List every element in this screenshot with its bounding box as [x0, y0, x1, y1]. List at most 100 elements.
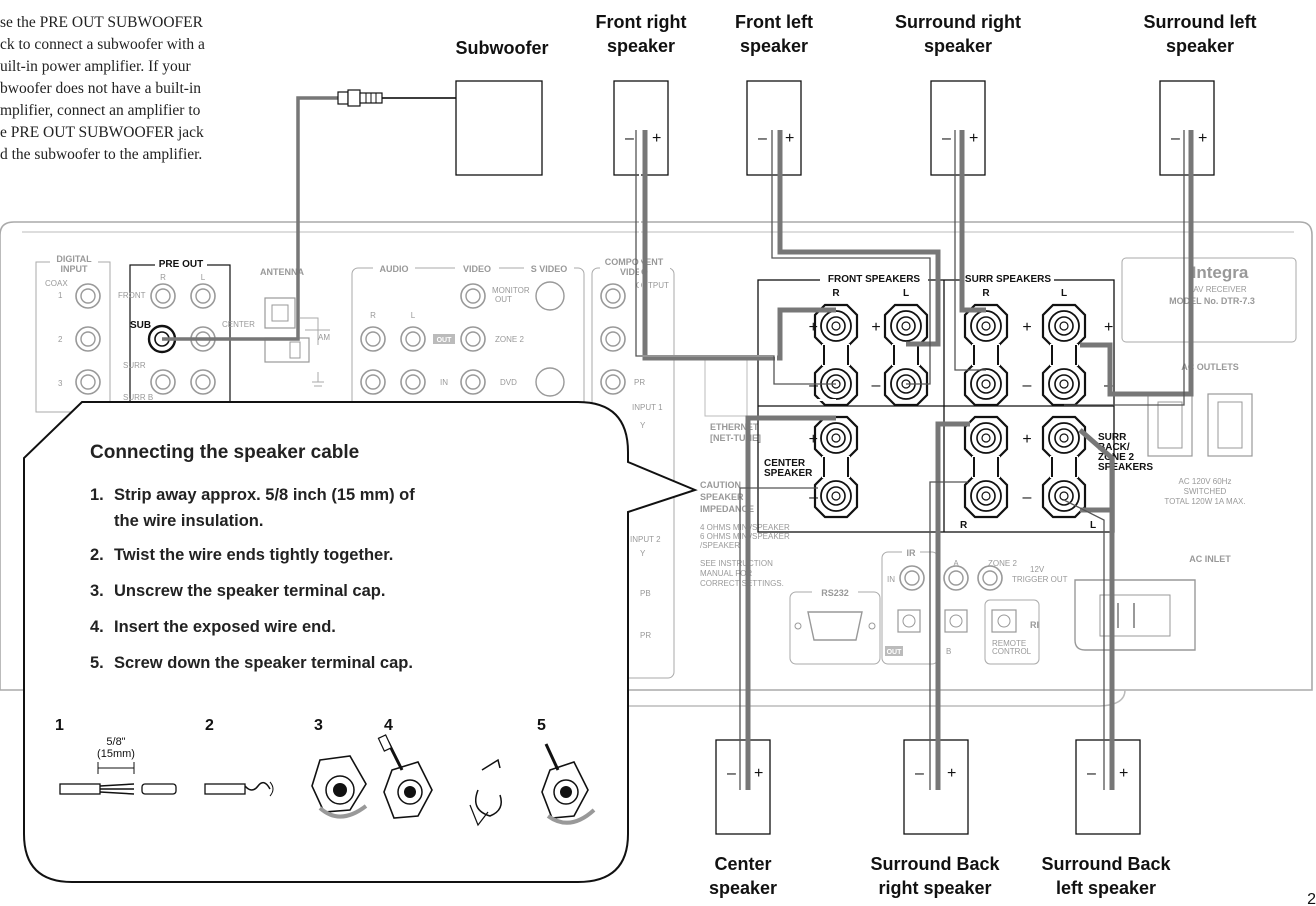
- surr-l-plus-terminal[interactable]: [1041, 303, 1087, 349]
- strip-length-mm: (15mm): [97, 748, 135, 760]
- ac-outlet[interactable]: [1207, 393, 1253, 457]
- rs232-label: RS232: [821, 588, 849, 598]
- plus-mark: +: [1119, 765, 1128, 782]
- control-label: CONTROL: [992, 647, 1032, 656]
- ir-a-jack[interactable]: [943, 565, 969, 591]
- subwoofer-label: Subwoofer: [456, 38, 549, 58]
- zone2-video-jack[interactable]: [460, 326, 486, 352]
- impedance-label: IMPEDANCE: [700, 504, 754, 514]
- center-label-2: speaker: [709, 878, 777, 898]
- dvd-audio-r-jack[interactable]: [360, 369, 386, 395]
- minus-mark: –: [625, 130, 634, 147]
- step-text: Strip away approx. 5/8 inch (15 mm) of: [114, 486, 415, 504]
- surr-back-l-minus-terminal[interactable]: [1041, 473, 1087, 519]
- surr-l-minus-terminal[interactable]: [1041, 361, 1087, 407]
- dvd-svideo-jack[interactable]: [535, 367, 565, 397]
- center-minus-terminal[interactable]: [813, 473, 859, 519]
- audio-r-label: R: [370, 311, 376, 320]
- pb-label: PB: [640, 589, 651, 598]
- surr-r-minus-terminal[interactable]: [963, 361, 1009, 407]
- surr-back-label-4: SPEAKERS: [1098, 462, 1153, 473]
- component-output-pb-jack[interactable]: [600, 326, 626, 352]
- surround-left-label: Surround left: [1144, 12, 1257, 32]
- pre-out-surr-r-jack[interactable]: [150, 369, 176, 395]
- intro-line: se the PRE OUT SUBWOOFER: [0, 14, 203, 31]
- surr-back-label: SURR: [1098, 432, 1127, 443]
- front-left-label: Front left: [735, 12, 813, 32]
- minus-mark: –: [942, 130, 951, 147]
- dvd-audio-l-jack[interactable]: [400, 369, 426, 395]
- rs232-port[interactable]: [807, 611, 863, 641]
- ac-rating: AC 120V 60Hz: [1179, 477, 1232, 486]
- surr-back-l-plus-terminal[interactable]: [1041, 415, 1087, 461]
- ir-in-jack[interactable]: [899, 565, 925, 591]
- minus-mark: –: [1023, 377, 1032, 394]
- antenna-section: ANTENNA AM: [260, 267, 330, 387]
- figure-number: 2: [205, 717, 214, 734]
- ac-switched: SWITCHED: [1184, 487, 1227, 496]
- unscrew-cap-icon: [311, 755, 368, 819]
- speaker-cable-callout: Connecting the speaker cable 1. Strip aw…: [23, 401, 698, 883]
- pre-out-surr-l-jack[interactable]: [190, 369, 216, 395]
- ir-in-label: IN: [887, 575, 895, 584]
- plus-mark: +: [652, 130, 661, 147]
- surround-left-speaker: Surround left speaker – +: [1144, 12, 1257, 176]
- subwoofer-box: Subwoofer: [455, 38, 549, 176]
- minus-mark: –: [809, 377, 818, 394]
- coax-jack[interactable]: [75, 369, 101, 395]
- figure-number: 5: [537, 717, 546, 734]
- sub-label: SUB: [130, 320, 151, 331]
- intro-line: d the subwoofer to the amplifier.: [0, 146, 203, 163]
- brand-logo: Integra: [1192, 263, 1249, 282]
- am-label: AM: [318, 333, 330, 342]
- minus-mark: –: [727, 765, 736, 782]
- rs232-section: RS232: [789, 586, 881, 665]
- ir-b-port[interactable]: [944, 609, 968, 633]
- coax-jack[interactable]: [75, 283, 101, 309]
- intro-line: bwoofer does not have a built-in: [0, 80, 202, 97]
- rca-plug: [337, 91, 349, 105]
- dvd-video-jack[interactable]: [460, 369, 486, 395]
- center-label: CENTER: [222, 320, 255, 329]
- plus-mark: +: [1104, 319, 1113, 336]
- minus-mark: –: [1171, 130, 1180, 147]
- speaker-label: SPEAKER: [700, 492, 744, 502]
- zone2-audio-r-jack[interactable]: [360, 326, 386, 352]
- trigger-out-label: TRIGGER OUT: [1012, 575, 1068, 584]
- coax-jack[interactable]: [75, 326, 101, 352]
- plus-mark: +: [754, 765, 763, 782]
- manual-for: MANUAL FOR: [700, 569, 752, 578]
- input-label: INPUT: [61, 264, 89, 274]
- surr-back-r-minus-terminal[interactable]: [963, 473, 1009, 519]
- center-speaker: Center speaker – +: [709, 739, 777, 898]
- pre-out-front-r-jack[interactable]: [150, 283, 176, 309]
- step-text: the wire insulation.: [114, 512, 263, 530]
- pre-out-front-l-jack[interactable]: [190, 283, 216, 309]
- zone2-audio-l-jack[interactable]: [400, 326, 426, 352]
- minus-mark: –: [758, 130, 767, 147]
- component-output-y-jack[interactable]: [600, 283, 626, 309]
- figure-number: 1: [55, 717, 64, 734]
- component-output-pr-jack[interactable]: [600, 369, 626, 395]
- monitor-out-svideo-jack[interactable]: [535, 281, 565, 311]
- trigger-out-jack[interactable]: [977, 565, 1003, 591]
- front-right-label: Front right: [596, 12, 687, 32]
- speaker-terminals: FRONT SPEAKERS SURR SPEAKERS R L R L: [757, 272, 1153, 533]
- front-left-cable: [777, 130, 941, 347]
- surr-back-r-plus-terminal[interactable]: [963, 415, 1009, 461]
- coax-number: 1: [58, 291, 63, 300]
- front-l-plus-terminal[interactable]: [883, 303, 929, 349]
- step-number: 4.: [90, 618, 104, 636]
- surr-back-l-label: L: [1090, 520, 1096, 531]
- surround-back-right-label-2: right speaker: [878, 878, 991, 898]
- surr-r-label: R: [982, 288, 990, 299]
- surround-left-label-2: speaker: [1166, 36, 1234, 56]
- surr-label: SURR: [123, 361, 146, 370]
- fm-antenna-terminal[interactable]: [264, 297, 296, 329]
- remote-control-port[interactable]: [991, 609, 1017, 633]
- step-text: Screw down the speaker terminal cap.: [114, 654, 413, 672]
- center-plus-terminal[interactable]: [813, 415, 859, 461]
- net-tune-label: [NET-TUNE]: [710, 433, 761, 443]
- ir-out-port[interactable]: [897, 609, 921, 633]
- monitor-out-video-jack[interactable]: [460, 283, 486, 309]
